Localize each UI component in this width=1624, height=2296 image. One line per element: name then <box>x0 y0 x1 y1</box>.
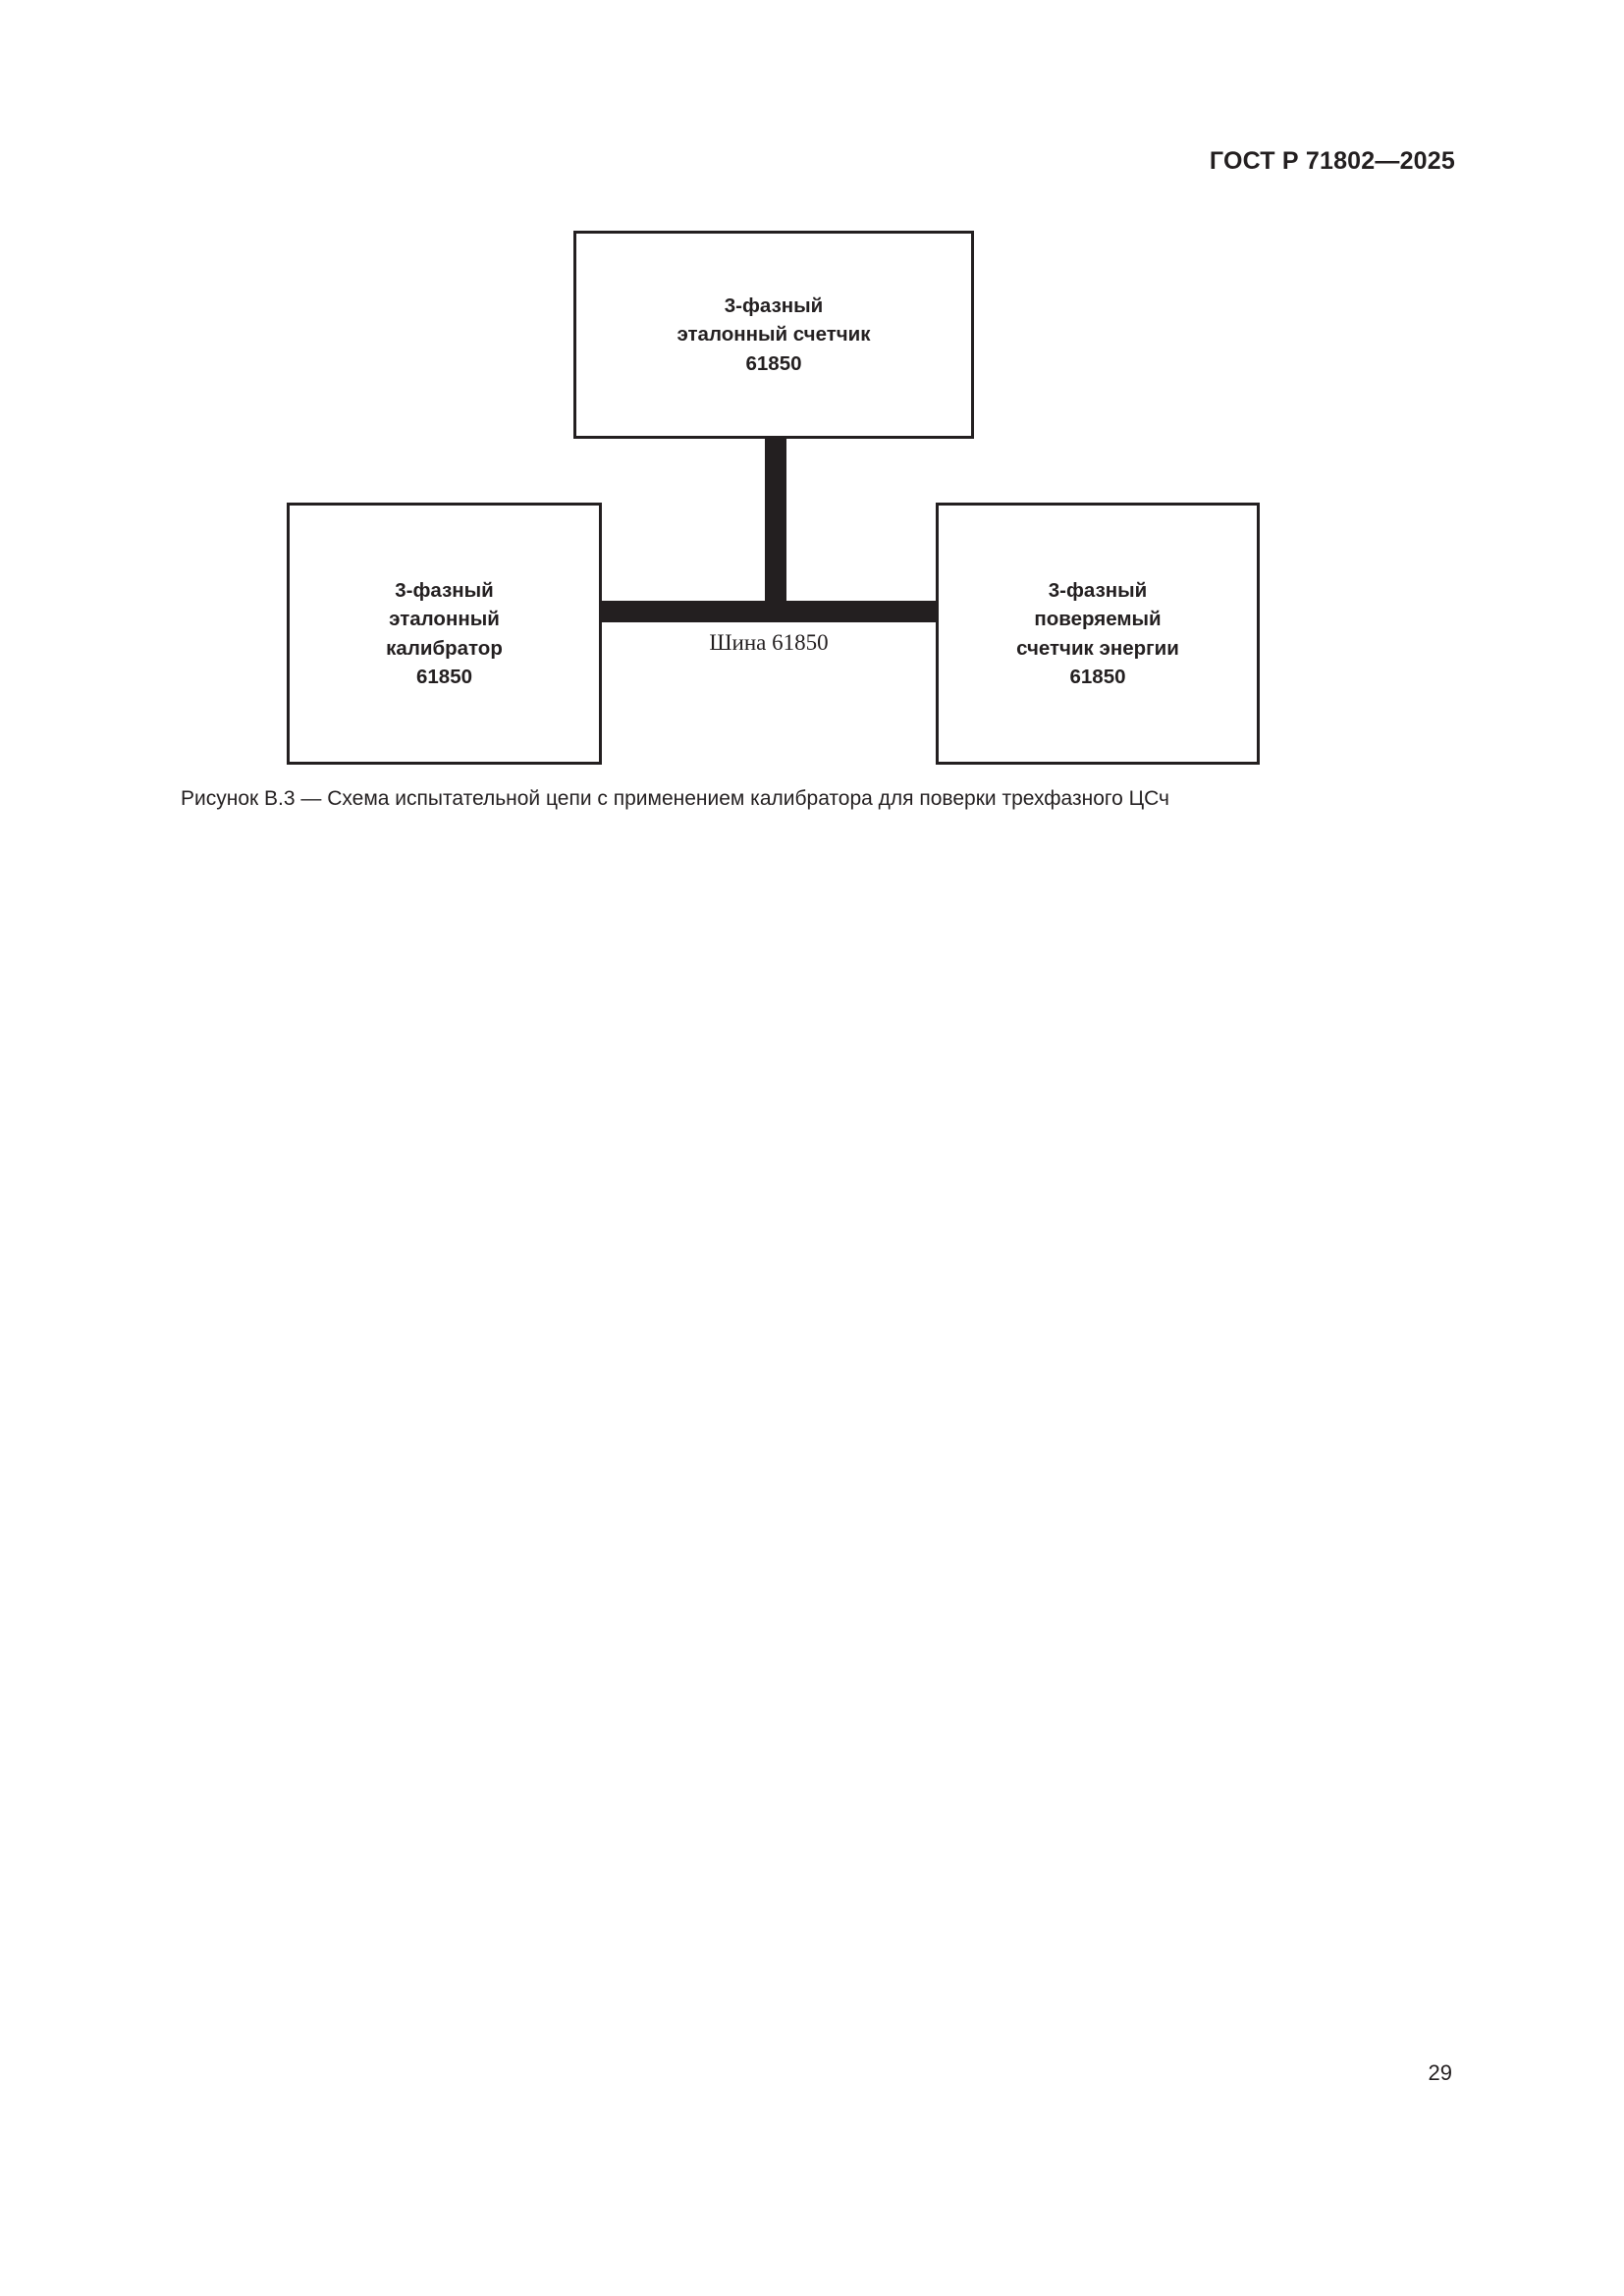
diagram-node-reference-calibrator: 3-фазный эталонный калибратор 61850 <box>287 503 602 765</box>
figure-b3-diagram: 3-фазный эталонный счетчик 61850 3-фазны… <box>0 0 1624 844</box>
diagram-node-meter-under-test: 3-фазный поверяемый счетчик энергии 6185… <box>936 503 1260 765</box>
figure-caption: Рисунок В.3 — Схема испытательной цепи с… <box>181 787 1169 810</box>
node-line: 61850 <box>745 351 802 375</box>
node-line: эталонный счетчик <box>677 323 871 347</box>
node-line: эталонный <box>389 608 500 631</box>
node-line: 3-фазный <box>1048 579 1148 603</box>
diagram-node-reference-meter: 3-фазный эталонный счетчик 61850 <box>573 231 974 439</box>
node-line: 3-фазный <box>395 579 494 603</box>
node-line: 61850 <box>1069 665 1126 688</box>
node-line: счетчик энергии <box>1016 636 1179 660</box>
bus-label: Шина 61850 <box>709 630 829 655</box>
page-number: 29 <box>1428 2060 1452 2085</box>
node-line: калибратор <box>386 636 503 660</box>
connector-vertical-meter-to-bus <box>765 435 786 622</box>
node-line: 61850 <box>415 665 472 688</box>
node-line: 3-фазный <box>724 294 824 318</box>
node-line: поверяемый <box>1034 608 1162 631</box>
document-header-standard-code: ГОСТ Р 71802—2025 <box>1209 147 1455 175</box>
connector-horizontal-bus <box>598 601 940 622</box>
